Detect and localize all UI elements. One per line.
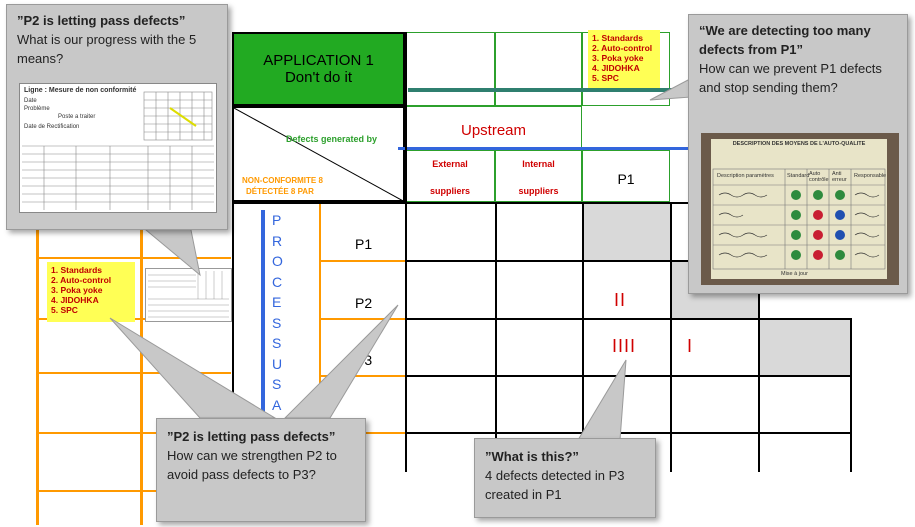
processus-letter: S [272, 335, 282, 351]
form-thumbnail: Ligne : Mesure de non conformité Date Pr… [19, 83, 217, 213]
processus-letter: E [272, 294, 282, 310]
means-item: 5. SPC [592, 73, 619, 83]
processus-letter: A [272, 396, 282, 413]
application-title: APPLICATION 1 [263, 52, 374, 69]
means-item: 3. Poka yoke [51, 285, 103, 295]
photo-col-standard: Standard [787, 173, 810, 179]
photo-col-auto: Auto contrôle [809, 171, 829, 183]
application-box: APPLICATION 1 Don't do it [232, 32, 405, 106]
means-item: 1. Standards [51, 265, 103, 275]
callout-title: ”What is this?” [485, 449, 579, 464]
callout-strengthen-p2: ”P2 is letting pass defects” How can we … [156, 418, 366, 522]
means-item: 2. Auto-control [51, 275, 112, 285]
photo-col-param: Description paramètres [717, 173, 774, 179]
row-label-p1: P1 [355, 236, 373, 252]
form-row-rect: Date de Rectification [24, 124, 80, 130]
tally-p3-row-p2: I [687, 336, 693, 356]
internal-label: Internal [522, 159, 555, 169]
form-row-problem: Problème [24, 106, 50, 112]
internal-suppliers-header: Internal suppliers [495, 150, 582, 202]
callout-title: ”P2 is letting pass defects” [167, 429, 336, 444]
processus-letter: S [272, 314, 282, 331]
processus-letter: P [272, 212, 282, 228]
callout-text: What is our progress with the 5 means? [17, 32, 197, 66]
p1-column-header: P1 [582, 150, 670, 202]
upstream-label: Upstream [460, 122, 527, 139]
detected-by-label-1: NON-CONFORMITE 8 [242, 176, 323, 185]
application-subtitle: Don't do it [284, 69, 353, 86]
callout-what-is-this: ”What is this?” 4 defects detected in P3… [474, 438, 656, 518]
callout-text: How can we strengthen P2 to avoid pass d… [167, 448, 337, 482]
form-row-date: Date [24, 98, 37, 104]
means-item: 4. JIDOHKA [592, 63, 640, 73]
processus-blue-bar [261, 210, 265, 420]
means-item: 3. Poka yoke [592, 53, 644, 63]
detected-by-label-2: DÉTECTÉE 8 PAR [246, 187, 314, 196]
processus-letter: O [272, 253, 283, 269]
diagonal-header: Defects generated by NON-CONFORMITE 8 DÉ… [232, 106, 405, 202]
processus-letter: U [272, 355, 283, 372]
diagonal-cell-p1 [584, 204, 670, 260]
diagonal-line [234, 108, 405, 202]
form-thumbnail-small [145, 268, 232, 322]
form-row-post: Poste a traiter [58, 114, 96, 120]
processus-letter: R [272, 232, 283, 249]
photo-card-header: DESCRIPTION DES MOYENS DE L'AUTO-QUALITE [732, 141, 866, 147]
photo-footer: Mise à jour [781, 271, 808, 277]
form-title: Ligne : Mesure de non conformité [24, 87, 137, 94]
row-label-p2: P2 [355, 295, 373, 311]
photo-card: DESCRIPTION DES MOYENS DE L'AUTO-QUALITE [711, 139, 887, 279]
defects-generated-label: Defects generated by [286, 134, 378, 144]
photo-col-anti: Anti erreur [832, 171, 847, 183]
callout-text: How can we prevent P1 defects and stop s… [699, 61, 882, 95]
means-note-top: 1. Standards 2. Auto-control 3. Poka yok… [588, 30, 660, 88]
callout-title: “We are detecting too many defects from … [699, 23, 871, 57]
photo-col-resp: Responsable [854, 173, 887, 179]
diagonal-cell-p3 [760, 320, 850, 375]
p1-column-label: P1 [617, 171, 635, 187]
means-item: 2. Auto-control [592, 43, 653, 53]
suppliers-label-2: suppliers [518, 186, 559, 196]
form-grid-lines [22, 91, 214, 210]
means-item: 1. Standards [592, 33, 644, 43]
means-note-left: 1. Standards 2. Auto-control 3. Poka yok… [47, 262, 135, 322]
photo-card-table [712, 168, 886, 270]
tally-p3-row-p1: IIII [612, 336, 637, 356]
callout-too-many-defects-p1: “We are detecting too many defects from … [688, 14, 908, 294]
external-label: External [432, 159, 468, 169]
callout-title: ”P2 is letting pass defects” [17, 13, 186, 28]
processus-letter: S [272, 376, 282, 392]
callout-progress-5-means: ”P2 is letting pass defects” What is our… [6, 4, 228, 230]
auto-quality-photo: DESCRIPTION DES MOYENS DE L'AUTO-QUALITE [701, 133, 899, 285]
means-item: 5. SPC [51, 305, 78, 315]
means-item: 4. JIDOHKA [51, 295, 99, 305]
suppliers-label: suppliers [429, 186, 470, 196]
form-thumbnail-small-lines [148, 271, 229, 318]
tally-p2-row: II [614, 290, 627, 310]
processus-letter: C [272, 273, 283, 290]
callout-text: 4 defects detected in P3 created in P1 [485, 468, 625, 502]
